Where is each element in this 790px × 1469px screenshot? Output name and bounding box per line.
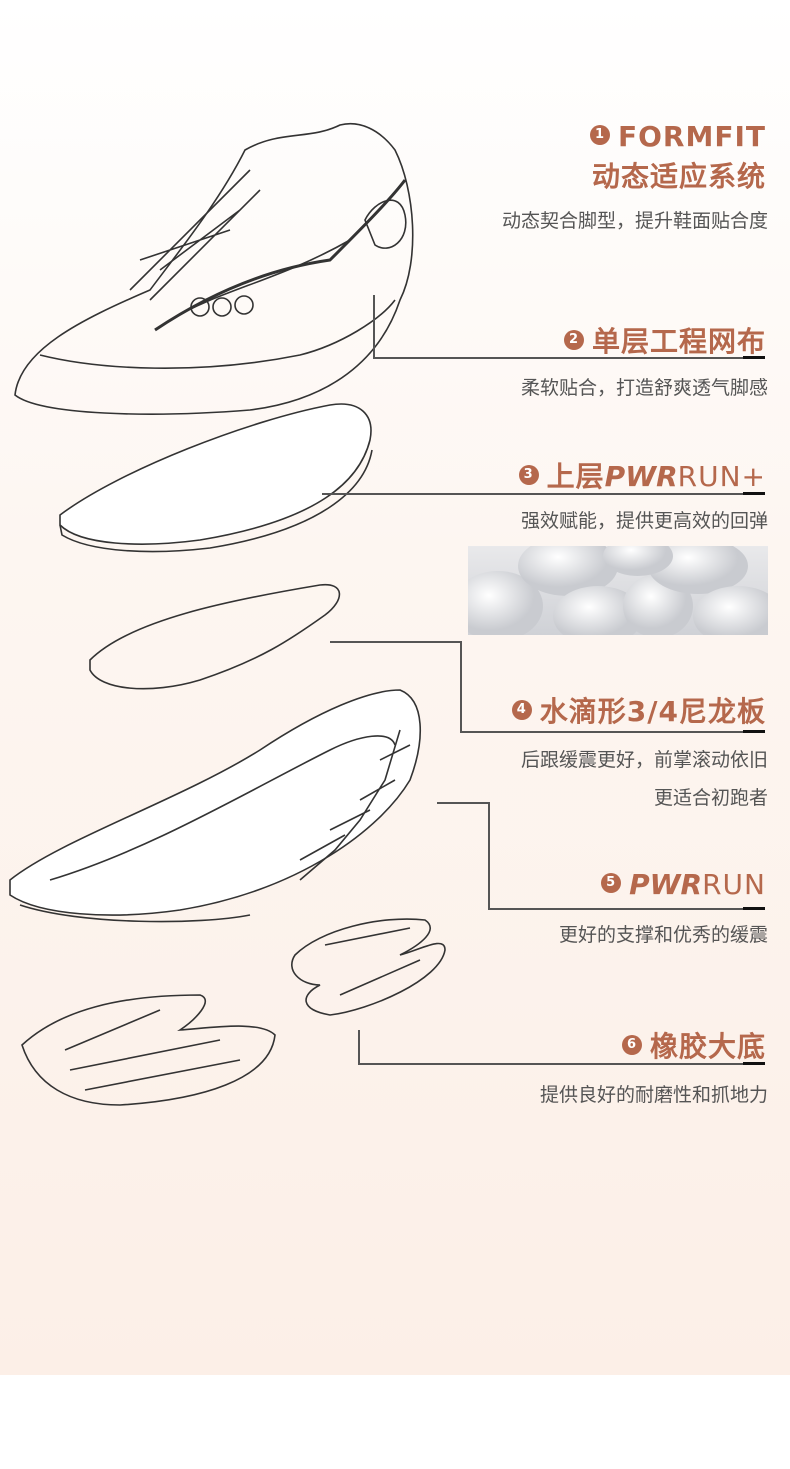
feature-6-title: 6 橡胶大底: [621, 1025, 766, 1065]
feature-2-title: 2 单层工程网布: [563, 320, 766, 360]
insole-drawing: [59, 403, 373, 553]
outsole-drawing: [21, 918, 446, 1106]
pwrrun-foam-beads-photo: [468, 546, 768, 635]
leader-tick-4: [743, 730, 765, 733]
leader-line-1: [373, 295, 375, 357]
leader-line-6b: [358, 1063, 765, 1065]
leader-line-2: [373, 357, 765, 359]
exploded-shoe-illustration: [9, 123, 446, 1106]
midsole-drawing: [9, 689, 422, 923]
feature-4-title-text: 水滴形3/4尼龙板: [539, 695, 766, 728]
leader-line-4c: [460, 731, 765, 733]
number-badge-6: 6: [621, 1035, 642, 1055]
leader-tick-6: [743, 1062, 765, 1065]
feature-5-title: 5 PWRRUN: [601, 868, 766, 901]
leader-tick-3: [743, 492, 765, 495]
feature-6-desc: 提供良好的耐磨性和抓地力: [539, 1084, 768, 1106]
leader-line-5c: [488, 908, 765, 910]
leader-line-5a: [437, 802, 489, 804]
feature-6-title-text: 橡胶大底: [649, 1030, 766, 1063]
number-badge-4: 4: [511, 700, 532, 720]
leader-line-3: [322, 493, 765, 495]
feature-2-title-text: 单层工程网布: [591, 325, 766, 358]
feature-5-desc: 更好的支撑和优秀的缓震: [558, 924, 768, 946]
number-badge-5: 5: [601, 873, 622, 893]
feature-1-title-en: FORMFIT: [618, 120, 766, 153]
feature-1-subtitle: 动态适应系统: [591, 160, 766, 193]
feature-4-desc-2: 更适合初跑者: [653, 787, 768, 809]
feature-4-title: 4 水滴形3/4尼龙板: [511, 690, 766, 730]
feature-1-title: 1 FORMFIT: [590, 120, 766, 153]
pwrrun-logo-bold: PWR: [629, 868, 703, 901]
pwrrun-logo-light: RUN+: [677, 460, 766, 493]
shoe-upper-drawing: [14, 123, 414, 415]
feature-3-desc: 强效赋能，提供更高效的回弹: [520, 510, 768, 532]
leader-line-4a: [330, 641, 461, 643]
number-badge-1: 1: [590, 125, 610, 145]
feature-1-desc: 动态契合脚型，提升鞋面贴合度: [501, 210, 768, 232]
feature-3-prefix: 上层: [546, 460, 605, 493]
nylon-plate-drawing: [89, 583, 341, 690]
feature-4-desc-1: 后跟缓震更好，前掌滚动依旧: [520, 749, 768, 771]
feature-2-desc: 柔软贴合，打造舒爽透气脚感: [520, 377, 768, 399]
leader-line-5b: [488, 802, 490, 908]
leader-tick-2: [743, 356, 765, 359]
number-badge-2: 2: [563, 330, 584, 350]
leader-line-6a: [358, 1030, 360, 1064]
leader-line-4b: [460, 641, 462, 732]
pwrrun-logo-light: RUN: [702, 868, 766, 901]
feature-3-title: 3 上层PWRRUN+: [518, 455, 766, 495]
leader-tick-5: [743, 907, 765, 910]
pwrrun-logo-bold: PWR: [604, 460, 678, 493]
number-badge-3: 3: [518, 465, 539, 485]
